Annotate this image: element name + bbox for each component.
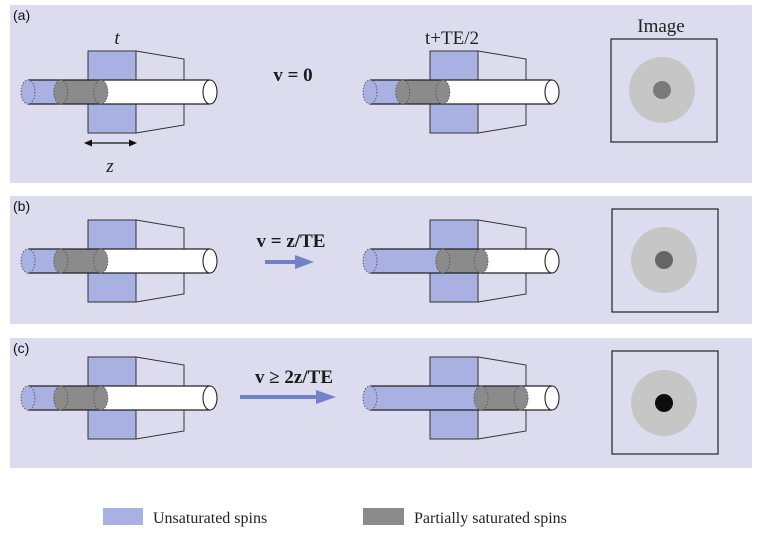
assembly-c-post-inlet-cap xyxy=(362,385,378,411)
slice-thickness-label: z xyxy=(105,156,114,177)
legend-swatch-unsaturated xyxy=(103,508,143,525)
assembly-b-post-outlet-cap xyxy=(544,248,560,274)
time-label-t: t xyxy=(114,28,120,49)
velocity-equation-c: v ≥ 2z/TE xyxy=(255,367,333,388)
assembly-a-post-outlet-cap xyxy=(544,79,560,105)
legend-label-unsaturated: Unsaturated spins xyxy=(153,510,267,527)
legend-label-partial: Partially saturated spins xyxy=(414,510,567,527)
legend-swatch-partial xyxy=(363,508,404,525)
slice-thickness-indicator xyxy=(84,139,137,147)
panel-a-label: (a) xyxy=(13,7,30,23)
flow-arrow-long xyxy=(240,390,336,404)
assembly-c-post-partial-start xyxy=(473,385,489,411)
assembly-a-pre-inlet-cap xyxy=(20,79,36,105)
assembly-b-pre-partial-end xyxy=(93,248,109,274)
assembly-a-pre-partial-end xyxy=(93,79,109,105)
time-label-t-plus-half-te: t+TE/2 xyxy=(425,28,479,49)
velocity-equation-b: v = z/TE xyxy=(257,231,326,252)
image-label: Image xyxy=(637,16,684,37)
image-frame-a xyxy=(610,38,718,143)
assembly-b-post-inlet-cap xyxy=(362,248,378,274)
image-spot-a xyxy=(653,81,671,99)
image-spot-c xyxy=(655,394,673,412)
flow-arrow-short xyxy=(265,255,314,269)
velocity-equation-a: v = 0 xyxy=(273,65,312,86)
panel-c-label: (c) xyxy=(13,340,29,356)
assembly-c-pre-partial-start xyxy=(53,385,69,411)
assembly-b-post-partial-start xyxy=(435,248,451,274)
image-spot-b xyxy=(655,251,673,269)
image-frame-c xyxy=(611,350,719,455)
image-frame-b xyxy=(611,208,719,313)
assembly-c-pre-outlet-cap xyxy=(202,385,218,411)
assembly-a-post-partial-start xyxy=(395,79,411,105)
assembly-c-post-partial-end xyxy=(513,385,529,411)
tube-assemblies xyxy=(20,50,560,440)
panel-b-label: (b) xyxy=(13,198,30,214)
assembly-c-pre-inlet-cap xyxy=(20,385,36,411)
assembly-a-pre-outlet-cap xyxy=(202,79,218,105)
assembly-b-pre-inlet-cap xyxy=(20,248,36,274)
assembly-a-post-partial-end xyxy=(435,79,451,105)
assembly-a-post-inlet-cap xyxy=(362,79,378,105)
assembly-b-pre-outlet-cap xyxy=(202,248,218,274)
assembly-a-pre-partial-start xyxy=(53,79,69,105)
assembly-b-pre-partial-start xyxy=(53,248,69,274)
assembly-c-pre-partial-end xyxy=(93,385,109,411)
assembly-c-post-outlet-cap xyxy=(544,385,560,411)
assembly-b-post-partial-end xyxy=(473,248,489,274)
